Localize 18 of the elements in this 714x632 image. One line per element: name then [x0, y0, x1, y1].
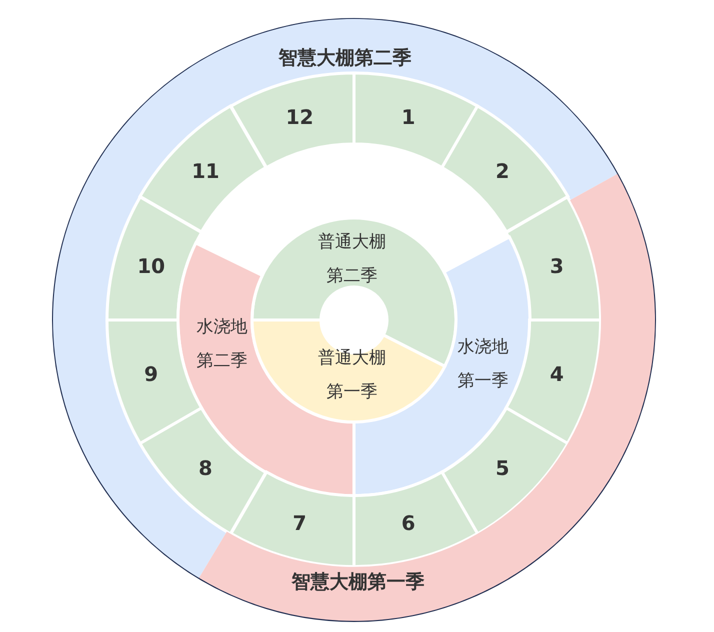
month-number: 9 [143, 362, 160, 386]
segment-label: 普通大棚第一季 [317, 347, 387, 404]
month-number: 1 [400, 105, 416, 130]
month-number: 8 [198, 456, 214, 480]
month-number: 3 [548, 254, 565, 278]
month-number: 7 [292, 510, 308, 535]
month-number: 10 [136, 254, 166, 278]
segment-label: 普通大棚第二季 [317, 230, 387, 288]
month-number: 6 [400, 510, 416, 535]
month-number: 5 [494, 456, 510, 480]
month-number: 2 [494, 159, 510, 184]
segment-label: 水浇地第一季 [456, 336, 510, 393]
segment-label: 水浇地第二季 [195, 316, 248, 373]
segment-label: 智慧大棚第二季 [277, 46, 412, 71]
segment-label: 智慧大棚第一季 [290, 570, 426, 595]
month-number: 11 [190, 159, 220, 184]
month-number: 12 [284, 105, 315, 130]
month-number: 4 [548, 362, 565, 386]
